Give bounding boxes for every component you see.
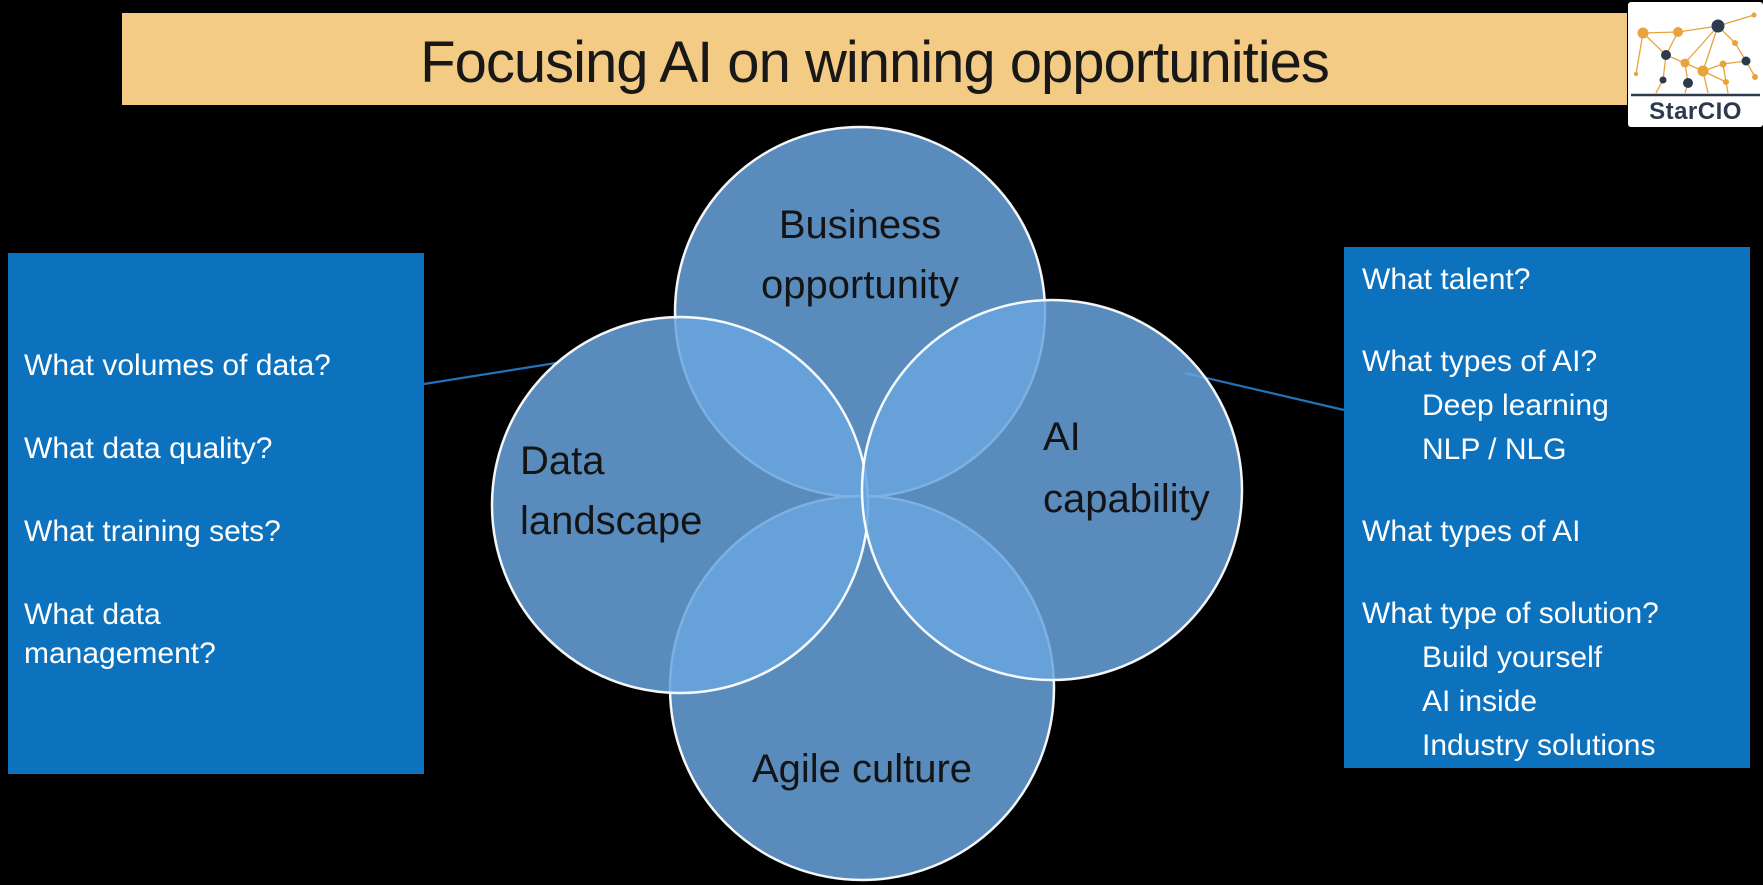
question-item: What volumes of data? bbox=[24, 349, 331, 382]
label-data-line1: Data bbox=[520, 439, 605, 483]
label-agile-culture: Agile culture bbox=[752, 747, 972, 791]
network-icon bbox=[1631, 12, 1760, 97]
question-heading: What types of AI? bbox=[1362, 345, 1598, 378]
question-heading: What talent? bbox=[1362, 263, 1531, 296]
question-group: What type of solution? Build yourself AI… bbox=[1362, 592, 1740, 768]
starcio-logo: StarCIO bbox=[1628, 2, 1763, 127]
ai-questions-panel: What talent? What types of AI? Deep lear… bbox=[1344, 247, 1750, 768]
question-subitem: Build yourself bbox=[1422, 641, 1603, 674]
question-item: What data management? bbox=[24, 598, 216, 670]
question-subitem: Deep learning bbox=[1422, 389, 1609, 422]
data-questions-panel: What volumes of data? What data quality?… bbox=[8, 253, 424, 774]
question-item: What data quality? bbox=[24, 432, 273, 465]
slide-title: Focusing AI on winning opportunities bbox=[420, 29, 1330, 95]
label-data-line2: landscape bbox=[520, 499, 702, 543]
question-group: What types of AI? Deep learning NLP / NL… bbox=[1362, 340, 1740, 472]
question-subitem: Industry solutions bbox=[1422, 729, 1656, 762]
circle-ai-capability bbox=[860, 298, 1244, 682]
label-business-line2: opportunity bbox=[761, 263, 959, 307]
connector-right-line bbox=[1184, 371, 1345, 412]
label-business-line1: Business bbox=[779, 203, 941, 247]
label-ai-line1: AI bbox=[1043, 415, 1081, 459]
title-banner: Focusing AI on winning opportunities bbox=[122, 13, 1627, 105]
connector-left-line bbox=[423, 361, 557, 386]
question-item: What training sets? bbox=[24, 515, 281, 548]
question-heading: What type of solution? bbox=[1362, 597, 1659, 630]
question-heading: What types of AI bbox=[1362, 515, 1581, 548]
logo-wordmark: StarCIO bbox=[1649, 98, 1742, 125]
question-group: What talent? bbox=[1362, 258, 1740, 302]
label-ai-line2: capability bbox=[1043, 477, 1210, 521]
question-subitem: NLP / NLG bbox=[1422, 433, 1567, 466]
question-group: What types of AI bbox=[1362, 510, 1740, 554]
question-subitem: AI inside bbox=[1422, 685, 1538, 718]
